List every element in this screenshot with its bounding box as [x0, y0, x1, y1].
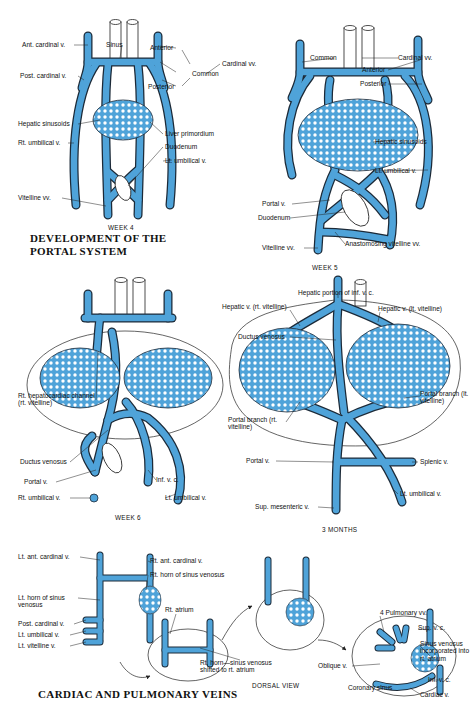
part-label: Rt. umbilical v.: [18, 139, 60, 146]
part-label: Portal branch (lt. vitelline): [420, 390, 474, 405]
part-label: Hepatic portion of inf. v. c.: [298, 289, 374, 296]
part-label: Cardinal vv.: [398, 54, 432, 61]
part-label: Sinus: [106, 41, 123, 48]
part-label: Vitelline vv.: [18, 194, 51, 201]
part-label: Lt. umbilical v.: [400, 490, 441, 497]
section-heading: CARDIAC AND PULMONARY VEINS: [38, 688, 238, 701]
part-label: Rt. horn—sinus venosus shifted to rt. at…: [200, 659, 282, 674]
part-label: Lt. umbilical v.: [165, 157, 206, 164]
part-label: Posterior: [148, 83, 174, 90]
part-label: Anastomosing vitelline vv.: [345, 240, 420, 247]
part-label: Posterior: [360, 80, 386, 87]
part-label: Rt. ant. cardinal v.: [150, 557, 203, 564]
part-label: Hepatic v. (lt. vitelline): [378, 305, 442, 312]
part-label: Ductus venosus: [238, 333, 285, 340]
part-label: Inf. v. c.: [428, 676, 451, 683]
part-label: Portal v.: [262, 200, 286, 207]
part-label: Sup. mesenteric v.: [255, 503, 309, 510]
stage-label: WEEK 6: [115, 514, 141, 521]
part-label: Post. cardinal v.: [18, 620, 64, 627]
stage-label: DORSAL VIEW: [252, 682, 299, 689]
part-label: Cardinal vv.: [222, 60, 256, 67]
stage-label: 3 MONTHS: [322, 526, 357, 533]
part-label: Cardiac v.: [420, 691, 449, 698]
stage-label: WEEK 4: [108, 224, 134, 231]
part-label: Lt. umbilical v.: [165, 494, 206, 501]
part-label: Oblique v.: [318, 662, 347, 669]
part-label: Hepatic sinusoids: [18, 120, 70, 127]
part-label: Ant. cardinal v.: [22, 41, 65, 48]
part-label: Rt. umbilical v.: [18, 494, 60, 501]
part-label: Common: [192, 70, 219, 77]
part-label: Vitelline vv.: [262, 244, 295, 251]
part-label: Lt. horn of sinus venosus: [18, 594, 78, 609]
part-label: Lt. ant. cardinal v.: [18, 553, 70, 560]
part-label: Rt. atrium: [165, 606, 194, 613]
part-label: Portal v.: [246, 457, 270, 464]
part-label: Lt. vitelline v.: [18, 642, 56, 649]
part-label: Anterior: [362, 66, 385, 73]
part-label: Splenic v.: [420, 458, 448, 465]
part-label: Inf. v. c.: [156, 476, 179, 483]
part-label: Portal v.: [24, 478, 48, 485]
stage-label: WEEK 5: [312, 264, 338, 271]
part-label: 4 Pulmonary vv.: [380, 609, 427, 616]
part-label: Rt. horn of sinus venosus: [150, 571, 224, 578]
part-label: Rt. hepatocardiac channel (rt. vitelline…: [18, 392, 98, 407]
part-label: Portal branch (rt. vitelline): [228, 416, 288, 431]
part-label: Common: [310, 54, 337, 61]
part-label: Sinus venosus incorporated into rt. atri…: [420, 640, 474, 662]
part-label: Hepatic v. (rt. vitelline): [222, 303, 287, 310]
part-label: Lt. umbilical v.: [18, 631, 59, 638]
part-label: Sup. v. c.: [418, 624, 445, 631]
part-label: Anterior: [150, 44, 173, 51]
part-label: Post. cardinal v.: [20, 72, 66, 79]
part-label: Duodenum: [258, 214, 290, 221]
part-label: Liver primordium: [165, 130, 214, 137]
part-label: Hepatic sinusoids: [375, 138, 427, 145]
part-label: Coronary sinus: [348, 684, 392, 691]
part-label: Lt. umbilical v.: [375, 167, 416, 174]
part-label: Ductus venosus: [20, 458, 67, 465]
part-label: Duodenum: [165, 143, 197, 150]
diagram-title: DEVELOPMENT OF THE PORTAL SYSTEM: [30, 232, 195, 258]
